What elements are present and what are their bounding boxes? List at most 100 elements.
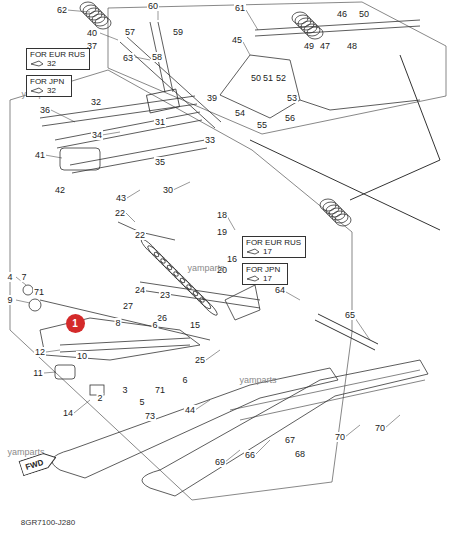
spring-leg xyxy=(350,55,440,200)
note-heading: FOR JPN xyxy=(246,265,284,274)
note-heading: FOR JPN xyxy=(30,77,68,86)
note-box: FOR EUR RUS17 xyxy=(242,236,306,258)
callout-number: 68 xyxy=(294,449,306,459)
callout-number: 64 xyxy=(274,285,286,295)
rod xyxy=(70,140,207,173)
callout-number: 32 xyxy=(47,59,56,68)
callout-number: 25 xyxy=(194,355,206,365)
callout-number: 66 xyxy=(244,450,256,460)
coil xyxy=(178,276,199,297)
slide-rail xyxy=(142,360,428,496)
callout-number: 54 xyxy=(234,108,246,118)
coil xyxy=(152,250,173,271)
note-box: FOR EUR RUS32 xyxy=(26,48,90,70)
callout-number: 42 xyxy=(54,185,66,195)
callout-number: 8 xyxy=(114,318,121,328)
sealant-symbol xyxy=(31,88,43,93)
sealant-symbol xyxy=(246,275,260,282)
coil xyxy=(159,257,180,278)
callout-number: 52 xyxy=(275,73,287,83)
callout-number: 61 xyxy=(234,3,246,13)
arm-bracket xyxy=(220,55,300,118)
arm-tube xyxy=(60,338,190,352)
note-box: FOR JPN32 xyxy=(26,75,72,97)
group-frame xyxy=(108,2,446,134)
slide-runner xyxy=(230,370,425,420)
callout-number: 67 xyxy=(284,435,296,445)
note-heading: FOR EUR RUS xyxy=(30,50,86,59)
callout-number: 32 xyxy=(90,97,102,107)
coil xyxy=(172,270,193,291)
callout-number: 71 xyxy=(33,287,45,297)
coil xyxy=(335,214,351,226)
marker-circle xyxy=(66,314,85,333)
coil xyxy=(139,237,160,258)
callout-number: 46 xyxy=(336,9,348,19)
callout-number: 1 xyxy=(72,318,78,329)
coil xyxy=(146,244,167,265)
callout-number: 16 xyxy=(226,254,238,264)
leader-lines xyxy=(16,8,400,462)
callout-number: 5 xyxy=(138,397,145,407)
arrow-outline xyxy=(19,450,58,475)
pivot-block xyxy=(60,148,100,170)
callout-number: 4 xyxy=(6,272,13,282)
sealant-symbol xyxy=(30,87,44,94)
spring-leg xyxy=(250,140,440,230)
callout-number: 71 xyxy=(154,385,166,395)
bracket xyxy=(225,285,260,320)
diagram-code: 8GR7100-J280 xyxy=(20,518,76,528)
callout-number: 11 xyxy=(32,368,43,378)
note-row: 17 xyxy=(246,247,302,256)
sealant-symbol xyxy=(31,61,43,66)
callout-number: 18 xyxy=(216,210,228,220)
coil xyxy=(304,24,320,36)
coil xyxy=(307,27,323,39)
shaft xyxy=(300,100,420,110)
callout-number: 9 xyxy=(6,295,13,305)
coil-windings xyxy=(80,2,351,317)
callout-number: 73 xyxy=(144,411,156,421)
watermark: yamparts xyxy=(238,375,277,385)
callout-number: 50 xyxy=(358,9,370,19)
callout-number: 27 xyxy=(122,301,134,311)
lower-arm xyxy=(40,318,200,360)
callout-number: 3 xyxy=(121,385,128,395)
callout-number: 69 xyxy=(214,457,226,467)
callout-number: 48 xyxy=(346,41,358,51)
watermark: yamparts xyxy=(186,263,225,273)
callout-number: 32 xyxy=(47,86,56,95)
callout-number: 12 xyxy=(34,347,46,357)
collar xyxy=(29,299,41,311)
callout-number: 15 xyxy=(189,320,201,330)
callout-number: 50 xyxy=(250,73,262,83)
callout-number: 22 xyxy=(134,230,146,240)
callout-number: 60 xyxy=(147,1,159,11)
note-heading: FOR EUR RUS xyxy=(246,238,302,247)
coil xyxy=(198,296,219,317)
highlight-marker: 1 xyxy=(66,314,85,333)
group-frame xyxy=(10,70,352,500)
callout-number: 51 xyxy=(262,73,274,83)
callout-number: 53 xyxy=(286,93,298,103)
callout-number: 43 xyxy=(115,193,127,203)
callout-number: 30 xyxy=(162,185,174,195)
coil xyxy=(165,263,186,284)
rod xyxy=(55,112,202,148)
shaft xyxy=(140,282,260,308)
callout-number: 14 xyxy=(62,408,74,418)
cylinder xyxy=(146,89,179,113)
rod xyxy=(40,96,197,126)
callout-number: 57 xyxy=(124,27,136,37)
coil xyxy=(332,211,348,223)
callout-number: 49 xyxy=(303,41,315,51)
sealant-symbol xyxy=(246,248,260,255)
callout-number: 56 xyxy=(284,113,296,123)
callout-number: 2 xyxy=(96,393,103,403)
callout-number: 33 xyxy=(204,135,216,145)
callout-number: 36 xyxy=(39,105,51,115)
sealant-symbol xyxy=(247,276,259,281)
callout-number: 41 xyxy=(34,150,46,160)
